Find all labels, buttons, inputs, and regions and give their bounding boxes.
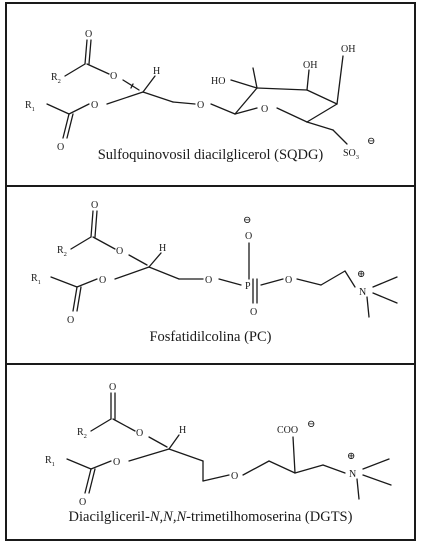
pc-n-label: N (359, 287, 366, 298)
sqdg-oh-label-1: OH (303, 60, 317, 71)
sqdg-oh-label-2: OH (341, 44, 355, 55)
sqdg-caption: Sulfoquinovosil diacilglicerol (SQDG) (97, 147, 324, 163)
pc-plus-charge: ⊕ (357, 269, 365, 280)
dgts-ester-o-sn2: O (136, 428, 143, 439)
pc-caption: Fosfatidilcolina (PC) (149, 329, 272, 345)
sqdg-h-label: H (153, 66, 160, 77)
dgts-caption-part-1: Diacilgliceril- (68, 509, 150, 525)
pc-ester-o-sn2: O (116, 246, 123, 257)
panel-divider-1 (7, 185, 414, 187)
dgts-caption-italic: N,N,N (149, 509, 187, 525)
pc-o-minus-label: O (245, 231, 252, 242)
pc-r1-label: R1 (31, 273, 41, 286)
sqdg-minus-charge: ⊖ (367, 136, 375, 147)
dgts-caption-part-3: -trimetilhomoserina (DGTS) (186, 509, 353, 525)
sqdg-ester-o-sn1: O (91, 100, 98, 111)
dgts-h-label: H (179, 425, 186, 436)
panel-divider-2 (7, 363, 414, 365)
sqdg-glycosidic-o: O (197, 100, 204, 111)
dgts-ether-o: O (231, 471, 238, 482)
sqdg-r2-label: R2 (51, 72, 61, 85)
pc-r2-label: R2 (57, 245, 67, 258)
sqdg-so3-label: SO3 (343, 148, 359, 161)
pc-carbonyl-o-top: O (91, 200, 98, 211)
panel-sqdg: R2 O O H O R1 O O O HO OH OH SO3 ⊖ Sulfo… (7, 4, 414, 186)
pc-o-double-label: O (250, 307, 257, 318)
sqdg-carbonyl-o-top: O (85, 29, 92, 40)
sqdg-r1-label: R1 (25, 100, 35, 113)
dgts-caption: Diacilgliceril-N,N,N-trimetilhomoserina … (7, 509, 414, 526)
dgts-plus-charge: ⊕ (347, 451, 355, 462)
sqdg-structure (46, 39, 348, 145)
dgts-r1-label: R1 (45, 455, 55, 468)
dgts-carbonyl-o-bottom: O (79, 497, 86, 508)
dgts-n-label: N (349, 469, 356, 480)
pc-structure (50, 210, 398, 318)
sqdg-carbonyl-o-bottom: O (57, 142, 64, 153)
dgts-ester-o-sn1: O (113, 457, 120, 468)
pc-minus-charge: ⊖ (243, 215, 251, 226)
dgts-r2-label: R2 (77, 427, 87, 440)
pc-o-glycerol: O (205, 275, 212, 286)
dgts-coo-label: COO (277, 425, 298, 436)
sqdg-atom-labels: R2 O O H O R1 O O O HO OH OH SO3 ⊖ (25, 29, 375, 161)
sqdg-ester-o-sn2: O (110, 71, 117, 82)
panel-dgts: R2 O O H O R1 O O COO ⊖ N ⊕ Diacilglicer… (7, 365, 414, 541)
sqdg-ring-o: O (261, 104, 268, 115)
pc-ester-o-sn1: O (99, 275, 106, 286)
pc-o-choline: O (285, 275, 292, 286)
pc-carbonyl-o-bottom: O (67, 315, 74, 326)
sqdg-ho-label: HO (211, 76, 225, 87)
pc-h-label: H (159, 243, 166, 254)
dgts-carbonyl-o-top: O (109, 382, 116, 393)
pc-p-label: P (245, 281, 251, 292)
dgts-atom-labels: R2 O O H O R1 O O COO ⊖ N ⊕ (45, 382, 356, 508)
dgts-minus-charge: ⊖ (307, 419, 315, 430)
dgts-structure (66, 392, 392, 500)
figure-frame: R2 O O H O R1 O O O HO OH OH SO3 ⊖ Sulfo… (5, 2, 416, 541)
pc-atom-labels: R2 O O H O R1 O O P O ⊖ O O N ⊕ (31, 200, 366, 326)
panel-pc: R2 O O H O R1 O O P O ⊖ O O N ⊕ Fosfatid… (7, 187, 414, 365)
